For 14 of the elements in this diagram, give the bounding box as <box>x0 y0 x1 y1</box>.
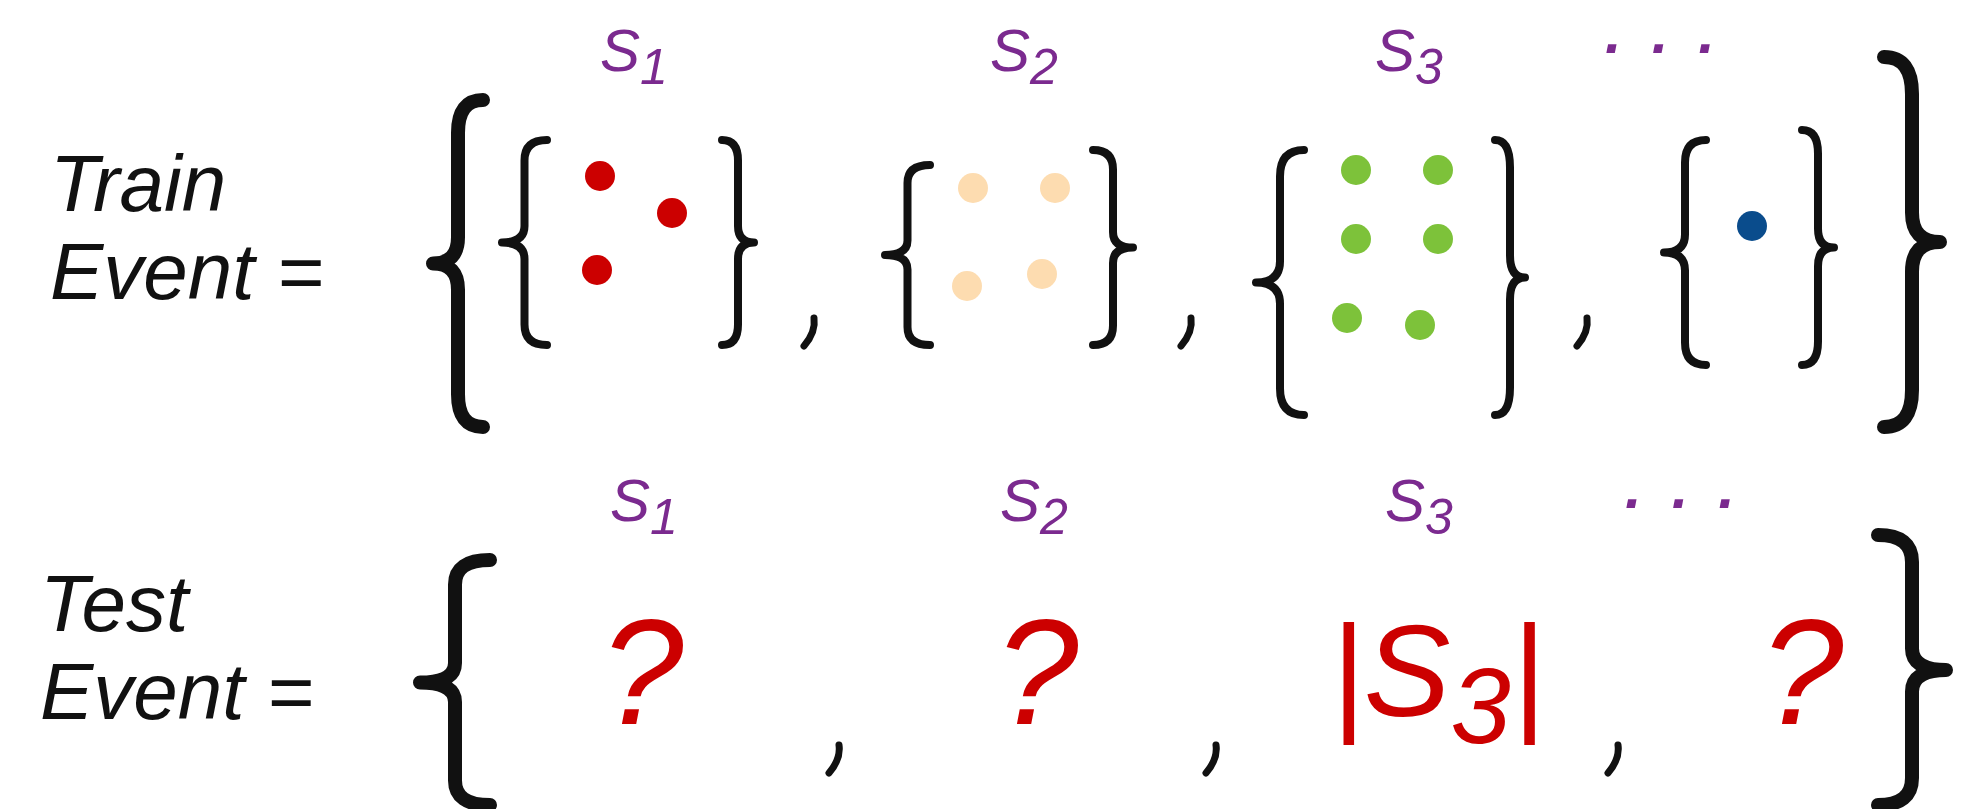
set-symbol: S$_{3}$ <box>1385 468 1453 545</box>
question-mark: ? <box>600 590 684 755</box>
row-title: Train Event = <box>50 140 325 316</box>
cardinality-expression: |S$_{3}$| <box>1330 600 1545 766</box>
set-symbol: S$_{3}$ <box>1375 18 1443 95</box>
set-symbol: S$_{2}$ <box>1000 468 1068 545</box>
set-symbol: S$_{2}$ <box>990 18 1058 95</box>
row-title: Test Event = <box>40 560 315 736</box>
set-symbol: S$_{1}$ <box>600 18 668 95</box>
ellipsis: ... <box>1625 455 1765 521</box>
set-symbol: S$_{1}$ <box>610 468 678 545</box>
question-mark: ? <box>1760 590 1844 755</box>
question-mark: ? <box>995 590 1079 755</box>
ellipsis: ... <box>1605 0 1745 66</box>
